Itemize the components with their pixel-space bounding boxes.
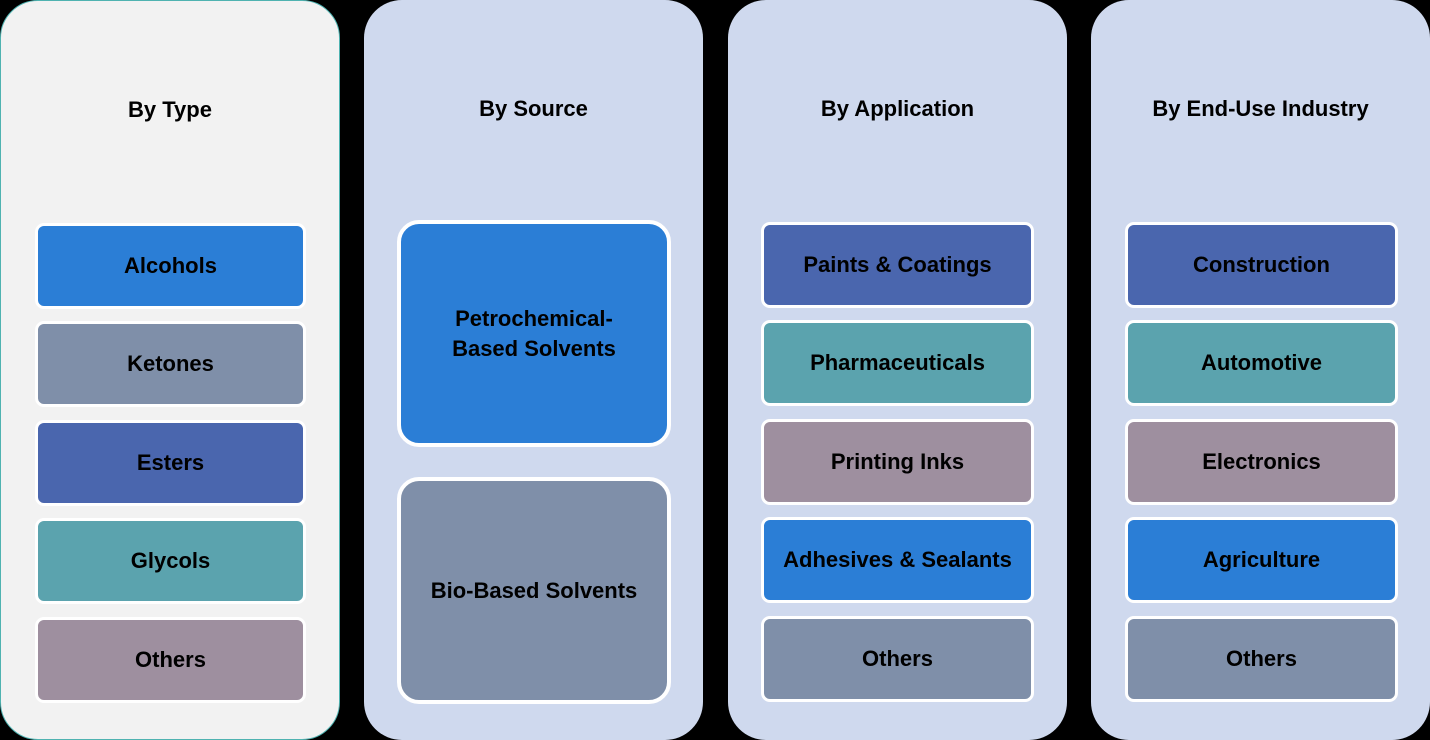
segment-item-bio-based: Bio-Based Solvents	[397, 477, 671, 704]
segment-item-printing-inks: Printing Inks	[761, 419, 1034, 505]
panel-title: By Source	[479, 96, 588, 121]
panel-title: By Application	[820, 96, 975, 121]
segment-item-agriculture: Agriculture	[1125, 517, 1398, 603]
panel-title: By End-Use Industry	[1152, 96, 1369, 121]
segment-item-ketones: Ketones	[35, 321, 306, 407]
panel-by-application: By Application Paints & Coatings Pharmac…	[728, 0, 1067, 740]
segment-item-electronics: Electronics	[1125, 419, 1398, 505]
segment-item-alcohols: Alcohols	[35, 223, 306, 309]
segment-item-others: Others	[35, 617, 306, 703]
segment-item-others: Others	[761, 616, 1034, 702]
segment-item-others: Others	[1125, 616, 1398, 702]
segment-item-paints-coatings: Paints & Coatings	[761, 222, 1034, 308]
segment-item-adhesives-sealants: Adhesives & Sealants	[761, 517, 1034, 603]
panel-by-end-use-industry: By End-Use Industry Construction Automot…	[1091, 0, 1430, 740]
panel-by-type: By Type Alcohols Ketones Esters Glycols …	[0, 0, 340, 740]
segment-item-automotive: Automotive	[1125, 320, 1398, 406]
segment-item-pharmaceuticals: Pharmaceuticals	[761, 320, 1034, 406]
segment-item-construction: Construction	[1125, 222, 1398, 308]
segment-item-esters: Esters	[35, 420, 306, 506]
panel-by-source: By Source Petrochemical- Based Solvents …	[364, 0, 703, 740]
segment-item-glycols: Glycols	[35, 518, 306, 604]
panel-title: By Type	[128, 97, 212, 122]
segment-item-petrochemical: Petrochemical- Based Solvents	[397, 220, 671, 447]
